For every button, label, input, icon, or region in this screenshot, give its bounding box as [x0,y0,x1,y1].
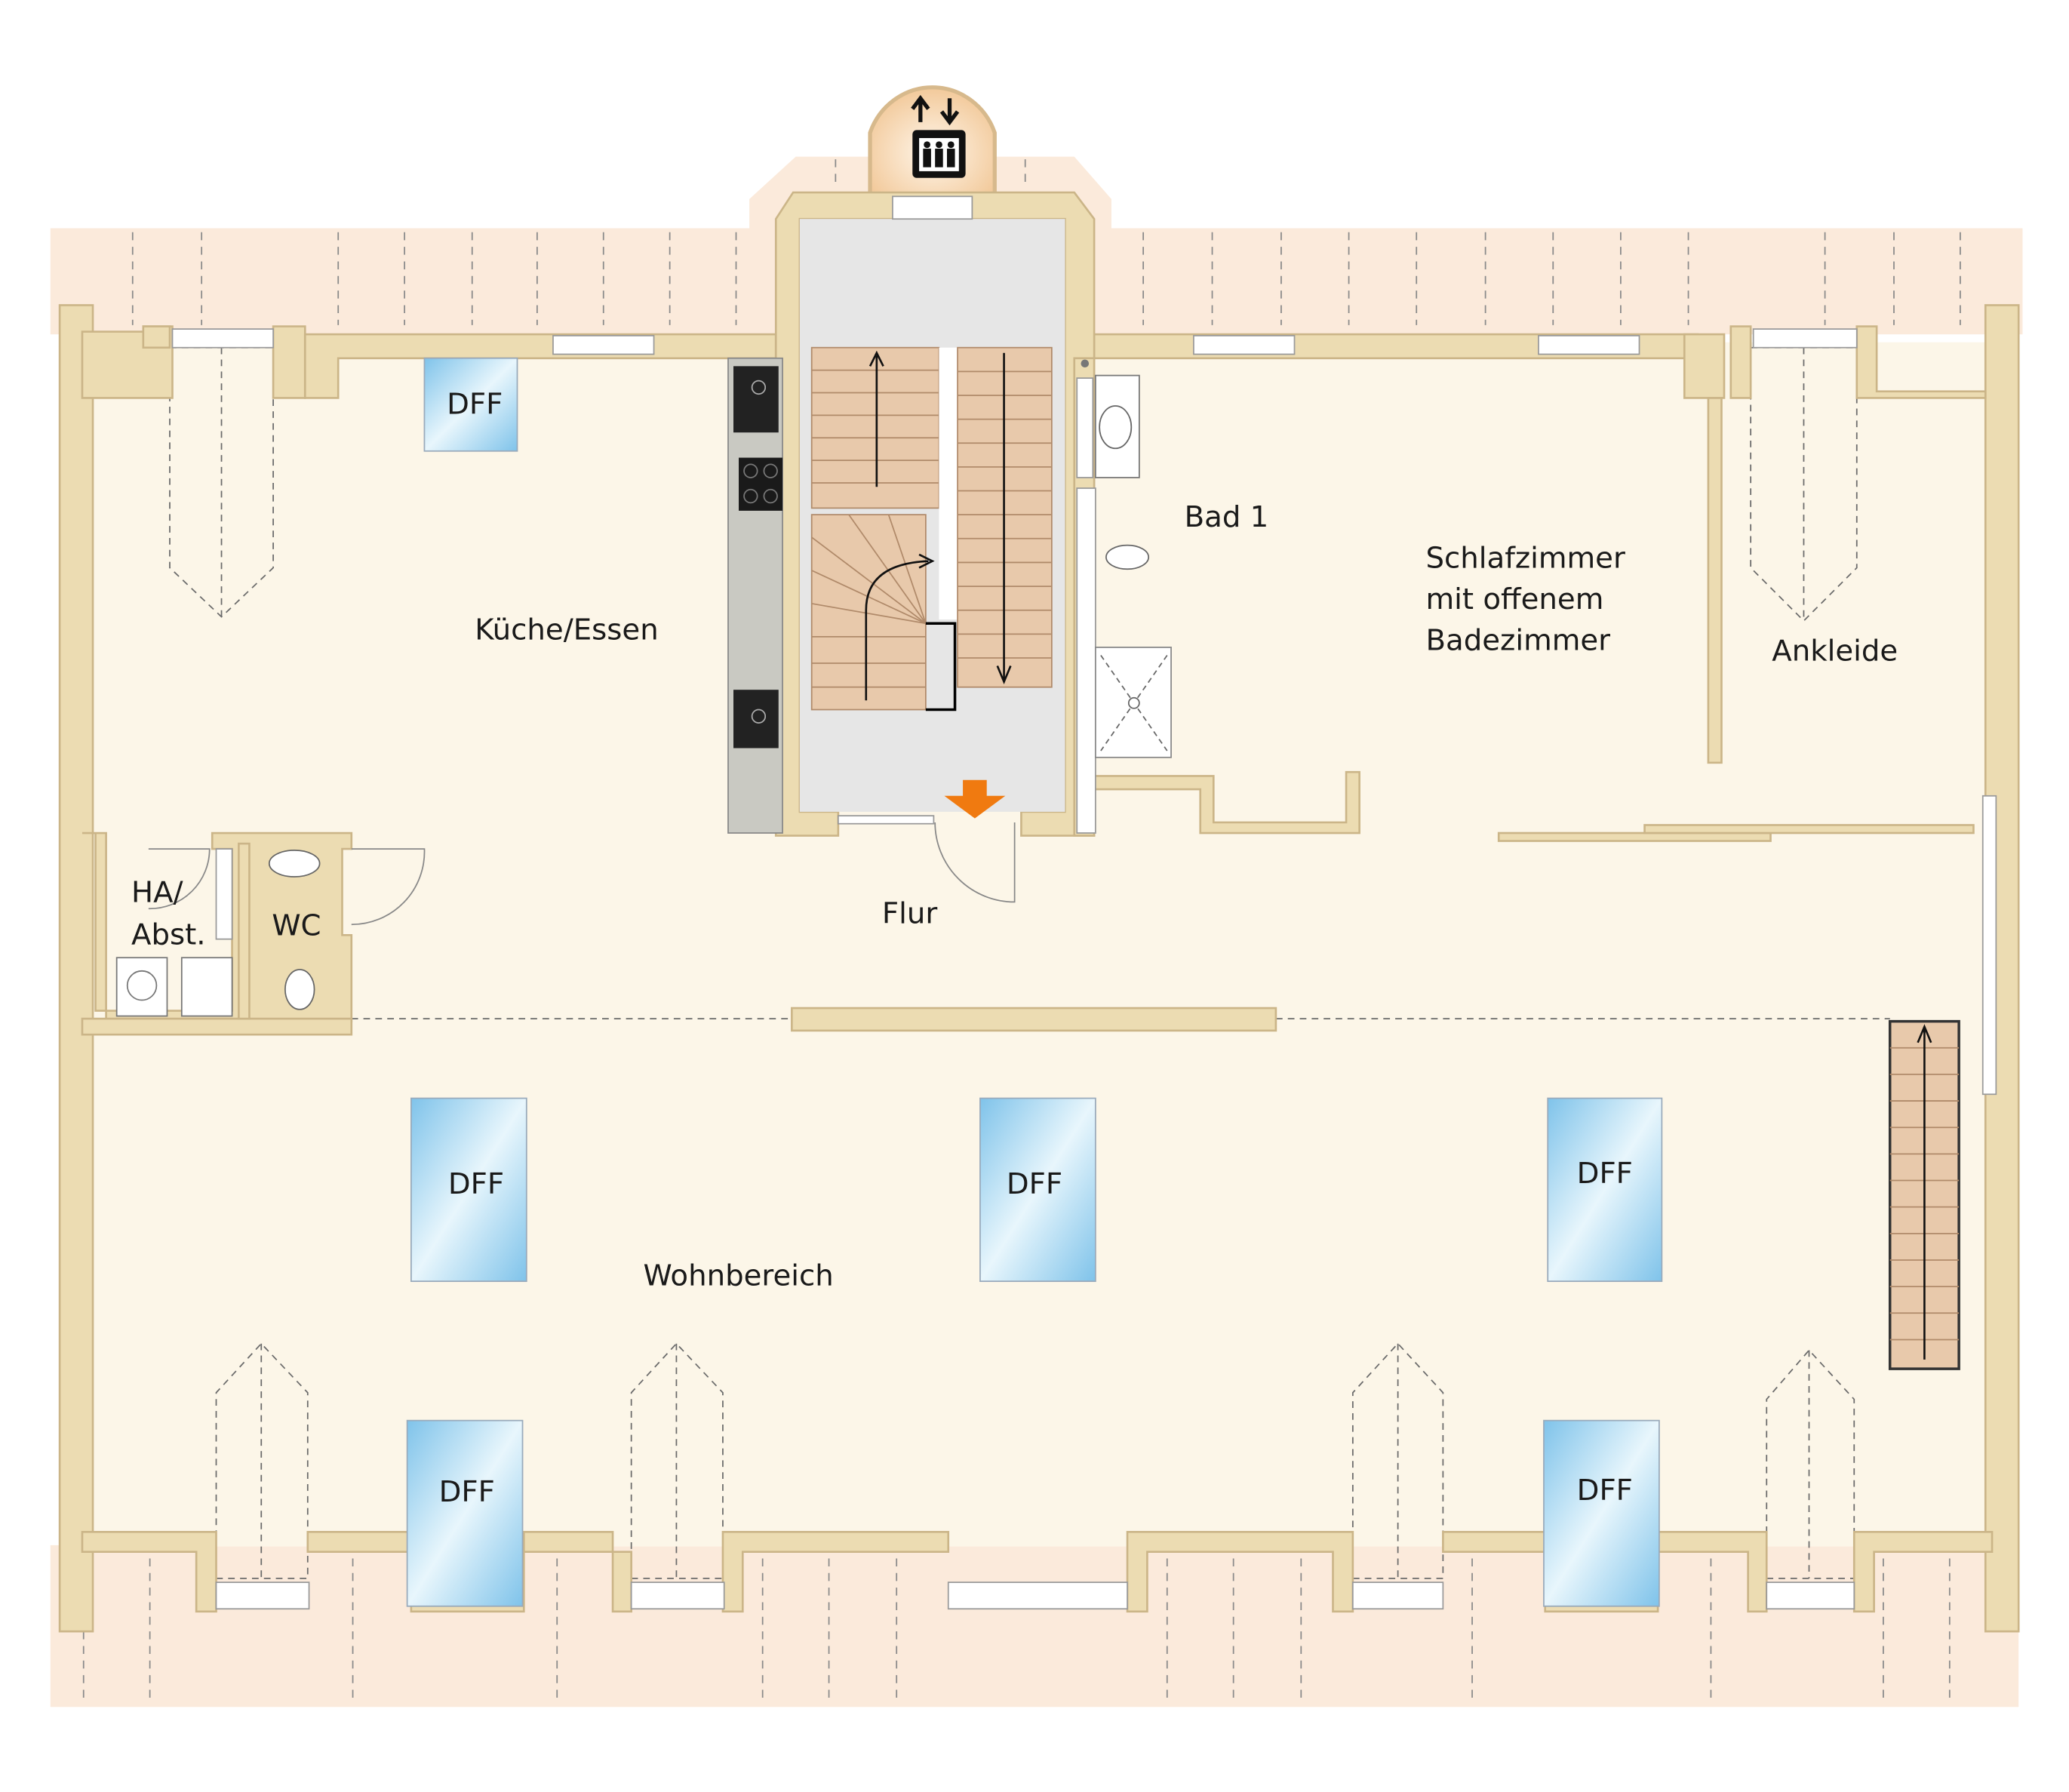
room-label-utility-1: HA/ [131,875,184,909]
wc-fixtures [115,822,1016,1017]
room-label-kitchen: Küche/Essen [475,613,658,647]
skylight-label: DFF [1577,1157,1633,1191]
sink-icon [733,690,779,748]
kitchen-counter [727,357,783,834]
attic-stair [1888,1019,1960,1370]
toilet-icon [284,969,315,1010]
roof-overhang-bottom [50,1545,2019,1707]
room-label-wc: WC [272,908,321,942]
skylight-label: DFF [1007,1167,1062,1201]
door-swing [351,848,426,926]
entrance-arrow-icon [944,779,1006,819]
windows [171,328,1997,1610]
room-label-bath: Bad 1 [1185,500,1269,534]
skylight-label: DFF [1577,1474,1633,1508]
room-label-hall: Flur [882,897,937,931]
washing-machine-icon [115,957,168,1017]
toilet-icon [1105,544,1150,570]
interior-walls [81,397,1975,1036]
skylight: DFF [423,357,518,452]
skylight-label: DFF [439,1475,495,1509]
dryer-icon [180,957,233,1017]
room-label-bedroom-3: Badezimmer [1426,623,1611,657]
skylight: DFF [406,1419,524,1607]
elevator-icon [911,94,966,178]
skylight: DFF [979,1097,1096,1282]
room-label-utility-2: Abst. [131,918,206,952]
bath-fixtures [1073,357,1172,837]
skylight: DFF [1543,1419,1660,1607]
stair-core [774,191,1096,837]
washbasin-icon [268,849,321,878]
room-label-dressing: Ankleide [1772,635,1898,669]
stair-direction-arrow-icon [865,350,1012,701]
room-label-bedroom-2: mit offenem [1426,582,1604,616]
skylight-label: DFF [448,1167,504,1201]
cooktop-icon [739,457,783,511]
skylight: DFF [1547,1097,1663,1282]
skylight-label: DFF [447,388,503,422]
sink-icon [733,366,779,433]
door-swing [934,822,1016,903]
dormer-outlines [169,346,1890,1579]
stair-direction-arrow-icon [1917,1024,1932,1360]
room-label-bedroom-1: Schlafzimmer [1426,541,1625,575]
staircase-main [810,346,1053,712]
elevator [868,85,997,198]
room-label-living: Wohnbereich [643,1259,833,1293]
skylight: DFF [410,1097,527,1282]
rafter-lines [82,159,1961,1704]
